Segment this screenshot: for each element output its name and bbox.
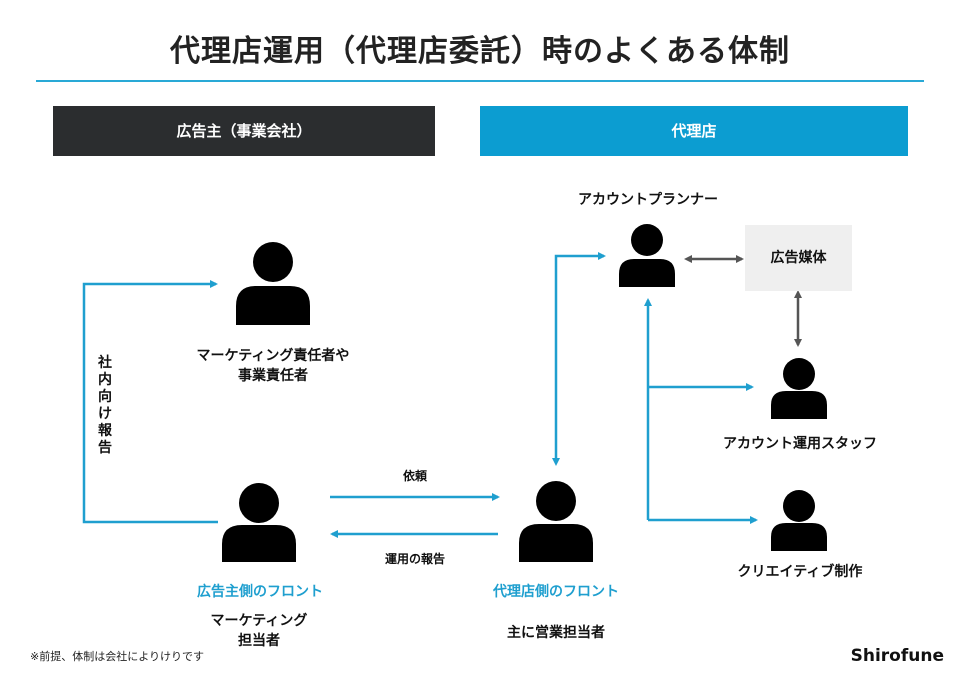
label-creative: クリエイティブ制作 <box>737 564 863 580</box>
arrow-internal-report <box>82 280 218 524</box>
page-title: 代理店運用（代理店委託）時のよくある体制 <box>170 34 790 69</box>
arrow-front-planner <box>552 252 606 466</box>
label-marketing-manager: マーケティング責任者や 事業責任者 <box>196 348 350 384</box>
brand-logo: Shirofune <box>850 646 944 666</box>
person-icon-marketing-manager <box>236 242 310 325</box>
person-icon-client-front <box>222 483 296 562</box>
label-client-front-desc: マーケティング 担当者 <box>210 613 308 649</box>
footnote: ※前提、体制は会社によりけりです <box>30 650 204 663</box>
person-icon-account-planner <box>619 224 675 287</box>
label-request: 依頼 <box>402 469 427 483</box>
label-client-front-role: 広告主側のフロント <box>197 584 323 600</box>
label-internal-report: 社 内 向 け 報 告 <box>98 355 112 456</box>
person-icon-account-staff <box>771 358 827 419</box>
label-agency-front-desc: 主に営業担当者 <box>507 625 605 641</box>
label-account-planner: アカウントプランナー <box>578 192 718 208</box>
title-divider <box>36 80 924 82</box>
person-icon-creative <box>771 490 827 551</box>
media-box: 広告媒体 <box>745 225 852 291</box>
label-agency-front-role: 代理店側のフロント <box>493 584 619 600</box>
header-client: 広告主（事業会社） <box>53 106 435 156</box>
label-ops-report: 運用の報告 <box>384 552 445 566</box>
label-account-staff: アカウント運用スタッフ <box>723 436 877 452</box>
person-icon-agency-front <box>519 481 593 562</box>
header-agency: 代理店 <box>480 106 908 156</box>
